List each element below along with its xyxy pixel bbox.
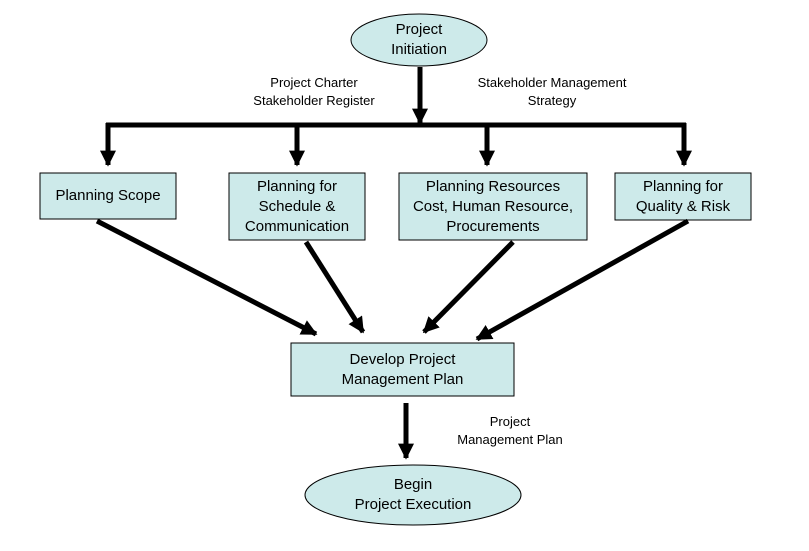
begin-execution-line-2: Project Execution <box>354 496 472 513</box>
planning-schedule-line-1: Planning for <box>256 177 338 195</box>
strategy-edge-line-2: Strategy <box>527 93 577 108</box>
pm-plan-edge-line-1: Project <box>489 414 531 429</box>
planning-quality-line-2: Quality & Risk <box>635 197 731 215</box>
develop-plan-node <box>290 342 515 397</box>
planning-resources-label: Planning Resources Cost, Human Resource,… <box>399 173 587 240</box>
charter-edge-line-2: Stakeholder Register <box>253 93 375 108</box>
resources-to-develop-arrow <box>422 240 515 334</box>
planning-resources-node <box>398 172 588 241</box>
pm-plan-edge-line-2: Management Plan <box>457 432 563 447</box>
begin-execution-node <box>304 464 522 526</box>
develop-plan-line-2: Management Plan <box>341 370 464 388</box>
scope-to-develop-arrow <box>95 218 318 337</box>
pm-plan-edge-label: Project Management Plan <box>448 413 572 449</box>
begin-execution-line-1: Begin <box>393 476 433 493</box>
planning-schedule-line-3: Communication <box>244 217 350 235</box>
planning-quality-label: Planning for Quality & Risk <box>615 173 751 220</box>
planning-resources-line-1: Planning Resources <box>425 177 561 195</box>
develop-plan-label: Develop Project Management Plan <box>291 343 514 396</box>
planning-schedule-node <box>228 172 366 241</box>
schedule-to-develop-arrow <box>303 240 366 334</box>
planning-resources-line-2: Cost, Human Resource, <box>412 197 574 215</box>
planning-schedule-label: Planning for Schedule & Communication <box>229 173 365 240</box>
quality-to-develop-arrow <box>475 218 690 342</box>
project-initiation-line-2: Initiation <box>391 41 447 58</box>
charter-edge-label: Project Charter Stakeholder Register <box>238 74 390 110</box>
charter-edge-line-1: Project Charter <box>270 75 358 90</box>
planning-resources-line-3: Procurements <box>446 217 540 235</box>
planning-quality-node <box>614 172 752 221</box>
project-initiation-node <box>350 13 488 67</box>
strategy-edge-label: Stakeholder Management Strategy <box>462 74 642 110</box>
planning-scope-line-1: Planning Scope <box>55 187 161 204</box>
planning-scope-node <box>39 172 177 220</box>
project-initiation-label: Project Initiation <box>351 14 487 66</box>
develop-plan-line-1: Develop Project <box>349 350 456 368</box>
project-initiation-line-1: Project <box>395 21 443 38</box>
strategy-edge-line-1: Stakeholder Management <box>477 75 627 90</box>
begin-execution-label: Begin Project Execution <box>305 465 521 525</box>
planning-quality-line-1: Planning for <box>642 177 724 195</box>
planning-schedule-line-2: Schedule & <box>258 197 336 215</box>
planning-scope-label: Planning Scope <box>40 173 176 219</box>
